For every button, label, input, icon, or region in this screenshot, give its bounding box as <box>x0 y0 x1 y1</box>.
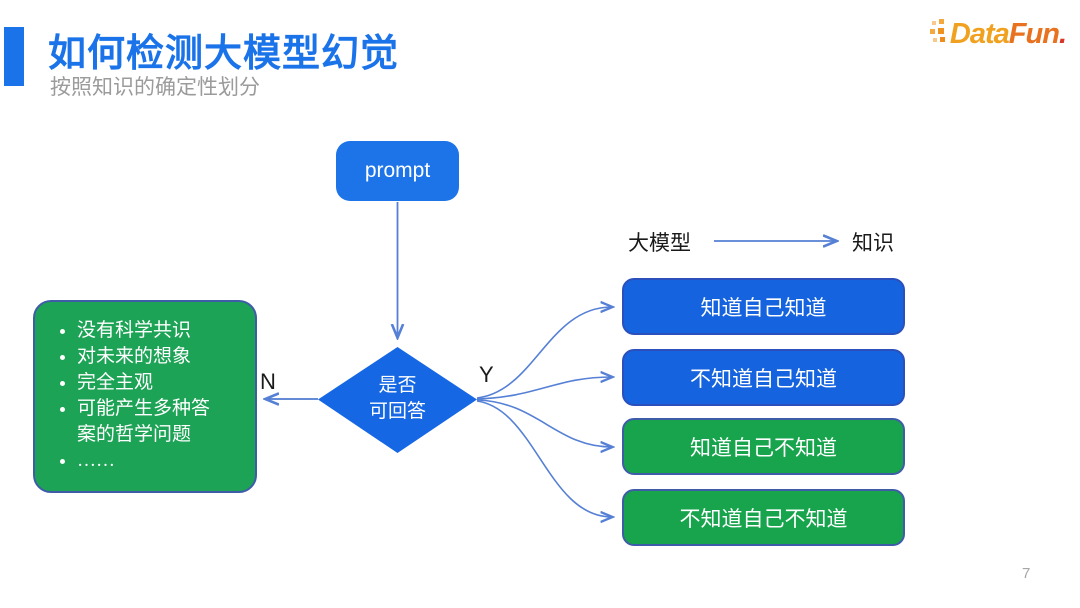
logo-part-data: Data <box>949 17 1010 50</box>
decision-label-line1: 是否 <box>378 375 417 396</box>
knowledge-box-know-know: 知道自己知道 <box>622 278 905 335</box>
page-number: 7 <box>1022 565 1031 582</box>
prompt-node: prompt <box>336 141 459 201</box>
logo-part-fun: Fun <box>1008 17 1060 50</box>
connector-yes-to-box-4 <box>476 400 612 517</box>
connector-yes-to-box-3 <box>476 399 612 447</box>
decision-label-line2: 可回答 <box>368 401 426 422</box>
title-accent-bar <box>4 27 24 86</box>
knowledge-box-label: 不知道自己知道 <box>690 366 837 391</box>
branch-no-label: N <box>260 369 276 394</box>
knowledge-box-notknow-notknow: 不知道自己不知道 <box>622 489 905 546</box>
connector-yes-to-box-1 <box>476 307 612 399</box>
list-item: 没有科学共识 <box>77 318 225 344</box>
knowledge-box-label: 知道自己不知道 <box>690 435 837 460</box>
knowledge-box-label: 不知道自己不知道 <box>679 506 848 531</box>
list-item: …… <box>77 448 225 474</box>
axis-label-model: 大模型 <box>628 231 691 255</box>
knowledge-box-notknow-know: 不知道自己知道 <box>622 349 905 406</box>
branch-yes-label: Y <box>479 362 494 387</box>
logo-pixels-icon <box>929 19 948 45</box>
datafun-logo: DataFun. <box>929 14 1067 54</box>
logo-text: DataFun. <box>949 17 1067 51</box>
unanswerable-examples-list: 没有科学共识 对未来的想象 完全主观 可能产生多种答案的哲学问题 …… <box>35 302 255 474</box>
unanswerable-examples-box: 没有科学共识 对未来的想象 完全主观 可能产生多种答案的哲学问题 …… <box>33 300 257 493</box>
knowledge-box-label: 知道自己知道 <box>700 295 827 320</box>
page-title: 如何检测大模型幻觉 <box>48 33 400 75</box>
decision-node-label: 是否 可回答 <box>337 373 458 425</box>
list-item: 可能产生多种答案的哲学问题 <box>77 396 225 448</box>
prompt-node-label: prompt <box>364 159 431 182</box>
axis-label-knowledge: 知识 <box>852 231 894 255</box>
logo-part-dot: . <box>1058 17 1067 50</box>
decision-diamond <box>318 347 477 453</box>
list-item: 完全主观 <box>77 370 225 396</box>
knowledge-box-know-notknow: 知道自己不知道 <box>622 418 905 475</box>
list-item: 对未来的想象 <box>77 344 225 370</box>
connector-yes-to-box-2 <box>476 377 612 400</box>
page-subtitle: 按照知识的确定性划分 <box>50 76 260 99</box>
